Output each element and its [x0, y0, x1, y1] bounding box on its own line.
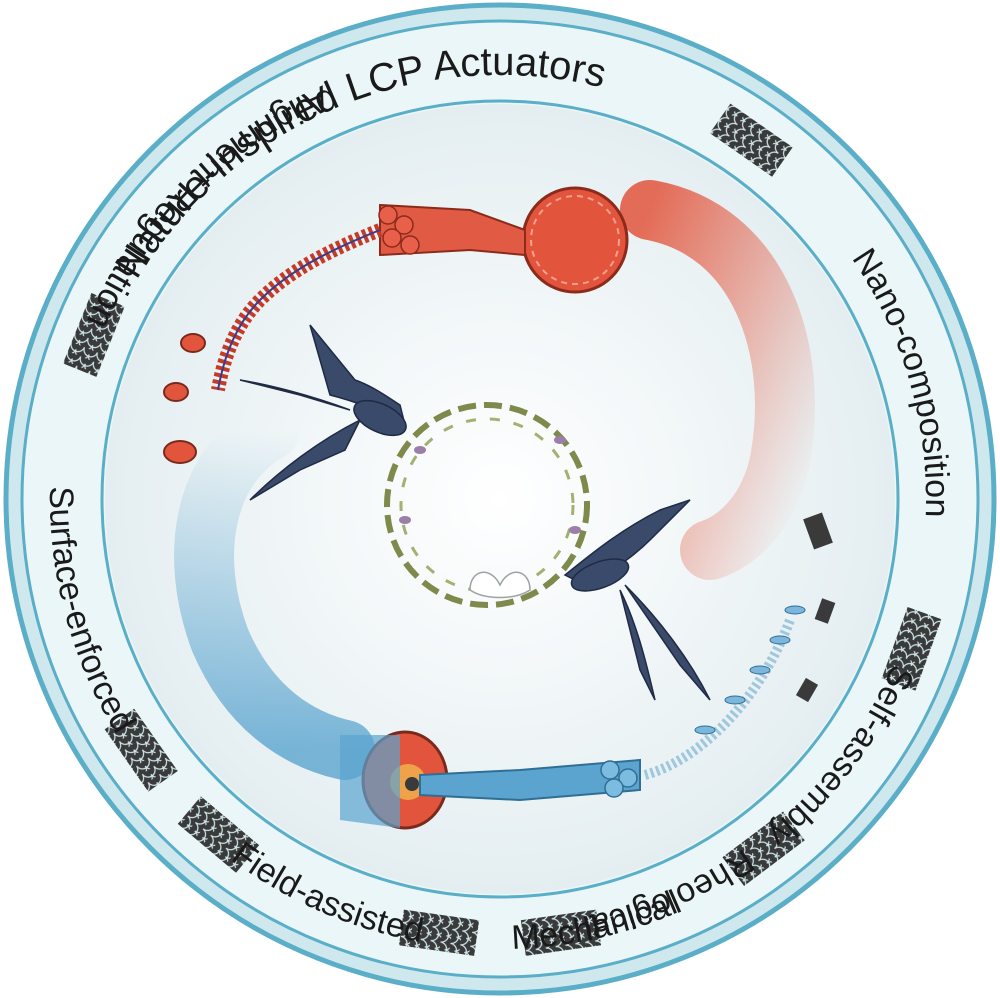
ring-dividers — [62, 103, 942, 956]
olive-wreath-icon — [384, 402, 590, 608]
ring-divider — [398, 909, 480, 956]
muscle-fiber-icon — [211, 180, 815, 580]
ring-divider — [722, 811, 805, 887]
ring-divider — [62, 292, 125, 377]
mitochondria-icon — [163, 333, 206, 464]
swallow-icon — [563, 499, 711, 701]
inner-disc — [105, 104, 895, 894]
flower-icon — [469, 571, 531, 599]
ring-divider — [177, 796, 260, 873]
swallow-icon — [239, 324, 407, 501]
ring-divider — [520, 909, 602, 956]
graphene-sheet-icon — [795, 512, 836, 703]
ring-divider — [881, 606, 942, 691]
ring-divider — [709, 103, 793, 177]
blue-fiber-icon — [174, 400, 806, 830]
ring-divider — [104, 708, 178, 792]
